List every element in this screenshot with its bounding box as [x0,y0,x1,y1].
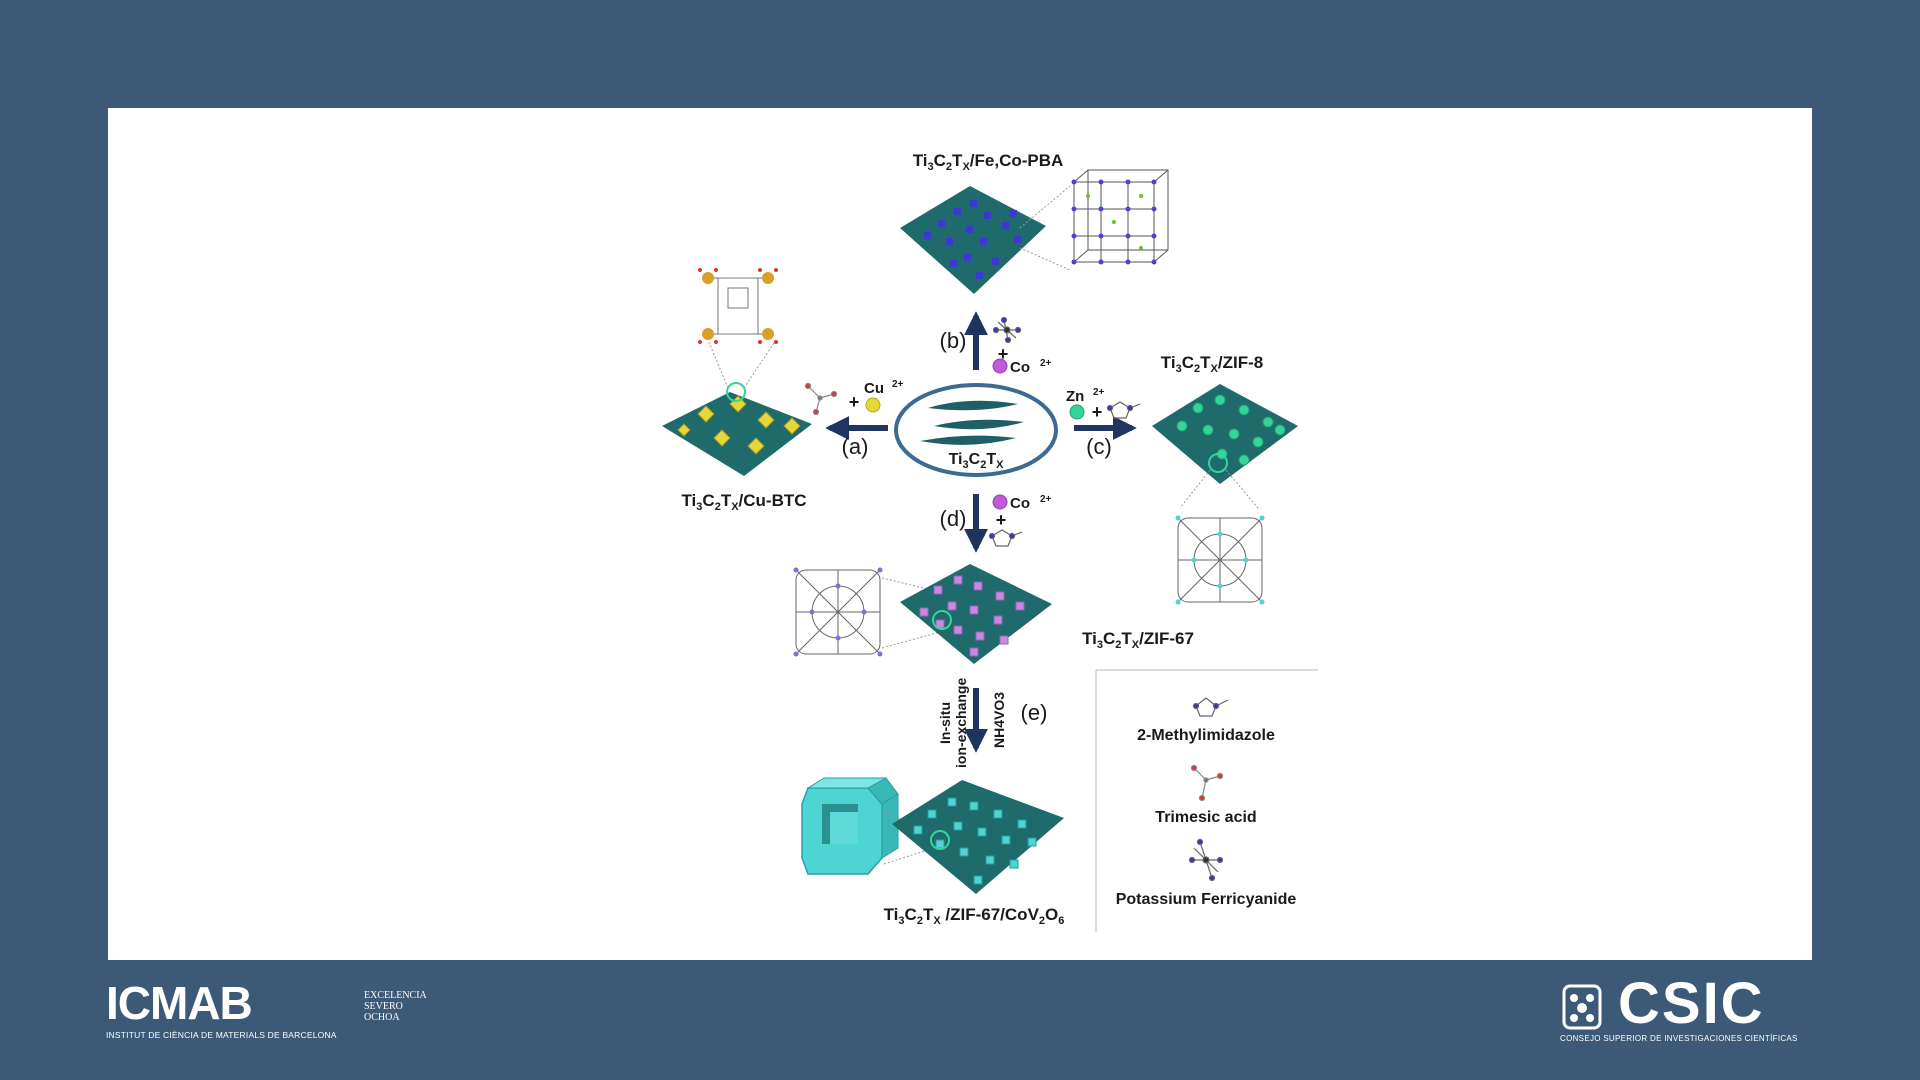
step-label-b: (b) [940,328,967,353]
ferricyanide-molecule-icon [1190,840,1223,881]
ion-exchange-label: ion-exchange [953,678,969,768]
csic-logo: CSIC CONSEJO SUPERIOR DE INVESTIGACIONES… [1560,978,1820,1044]
legend-item-methylimidazole: 2-Methylimidazole [1137,698,1275,744]
legend-label: 2-Methylimidazole [1137,727,1275,744]
figure-panel: Ti3C2TX (a) (b) (c) (d) (e) + Cu 2+ + Co… [108,108,1812,960]
badge-line: SEVERO [364,1001,427,1012]
co-ion-icon [993,359,1007,373]
in-situ-label: In-situ [937,702,953,744]
product-zif-67: Ti3C2TX/ZIF-67 [794,564,1194,664]
legend: 2-Methylimidazole Trimesic acid Potassiu… [1096,670,1318,932]
zn-ion-icon [1070,405,1084,419]
methylimidazole-molecule-icon [990,530,1023,546]
severo-ochoa-badge: EXCELENCIA SEVERO OCHOA [364,990,427,1023]
reagent-a: + Cu 2+ [806,379,904,415]
methylimidazole-molecule-icon [1108,402,1141,418]
plus-sign: + [849,392,860,412]
reagent-e: In-situ ion-exchange NH4VO3 [937,678,1007,768]
label-cu-btc: Ti3C2TX/Cu-BTC [681,491,806,513]
reagent-d: Co 2+ + [990,494,1052,546]
cu-btc-cluster-icon [698,268,778,344]
csic-emblem-icon [1560,982,1604,1032]
charge-label: 2+ [1040,358,1052,369]
plus-sign: + [1092,402,1103,422]
ferricyanide-molecule-icon [994,318,1021,343]
reagent-c: Zn 2+ + [1066,387,1140,422]
label-fe-co-pba: Ti3C2TX/Fe,Co-PBA [913,151,1064,173]
step-label-e: (e) [1021,700,1048,725]
center-mxene: Ti3C2TX [896,385,1056,475]
label-cov2o6: Ti3C2TX /ZIF-67/CoV2O6 [884,905,1065,927]
zif-67-framework-icon [794,568,883,657]
legend-item-ferricyanide: Potassium Ferricyanide [1116,840,1297,909]
methylimidazole-molecule-icon [1194,698,1229,716]
nh4vo3-label: NH4VO3 [991,692,1007,748]
cu-ion-icon [866,398,880,412]
co-ion-label: Co [1010,495,1030,512]
step-label-a: (a) [842,434,869,459]
reagent-b: + Co 2+ [993,318,1052,377]
plus-sign: + [996,510,1007,530]
icmab-logo: ICMAB INSTITUT DE CIÈNCIA DE MATERIALS D… [106,980,446,1040]
cu-ion-label: Cu [864,380,884,397]
legend-label: Trimesic acid [1155,809,1256,826]
csic-wordmark: CSIC [1618,974,1765,1034]
charge-label: 2+ [1040,494,1052,505]
charge-label: 2+ [1093,387,1105,398]
product-zif-8: Ti3C2TX/ZIF-8 [1152,353,1298,605]
label-zif-67: Ti3C2TX/ZIF-67 [1082,629,1194,651]
pba-crystal-lattice-icon [1072,170,1169,265]
hollow-cube-icon [802,778,898,874]
charge-label: 2+ [892,379,904,390]
badge-line: EXCELENCIA [364,990,427,1001]
legend-item-trimesic-acid: Trimesic acid [1155,766,1256,827]
co-ion-icon [993,495,1007,509]
zif-8-framework-icon [1176,516,1265,605]
csic-subtitle: CONSEJO SUPERIOR DE INVESTIGACIONES CIEN… [1560,1034,1798,1043]
trimesic-acid-molecule-icon [1192,766,1223,801]
product-cu-btc: Ti3C2TX/Cu-BTC [662,268,812,513]
step-label-c: (c) [1086,434,1112,459]
step-label-d: (d) [940,506,967,531]
icmab-subtitle: INSTITUT DE CIÈNCIA DE MATERIALS DE BARC… [106,1030,337,1040]
product-cov2o6: Ti3C2TX /ZIF-67/CoV2O6 [802,778,1064,927]
label-zif-8: Ti3C2TX/ZIF-8 [1161,353,1263,375]
synthesis-diagram: Ti3C2TX (a) (b) (c) (d) (e) + Cu 2+ + Co… [108,108,1812,960]
badge-line: OCHOA [364,1012,427,1023]
product-fe-co-pba: Ti3C2TX/Fe,Co-PBA [900,151,1168,294]
co-ion-label: Co [1010,359,1030,376]
icmab-wordmark: ICMAB [106,980,252,1026]
trimesic-acid-molecule-icon [806,384,837,415]
zn-ion-label: Zn [1066,388,1084,405]
legend-label: Potassium Ferricyanide [1116,891,1297,908]
